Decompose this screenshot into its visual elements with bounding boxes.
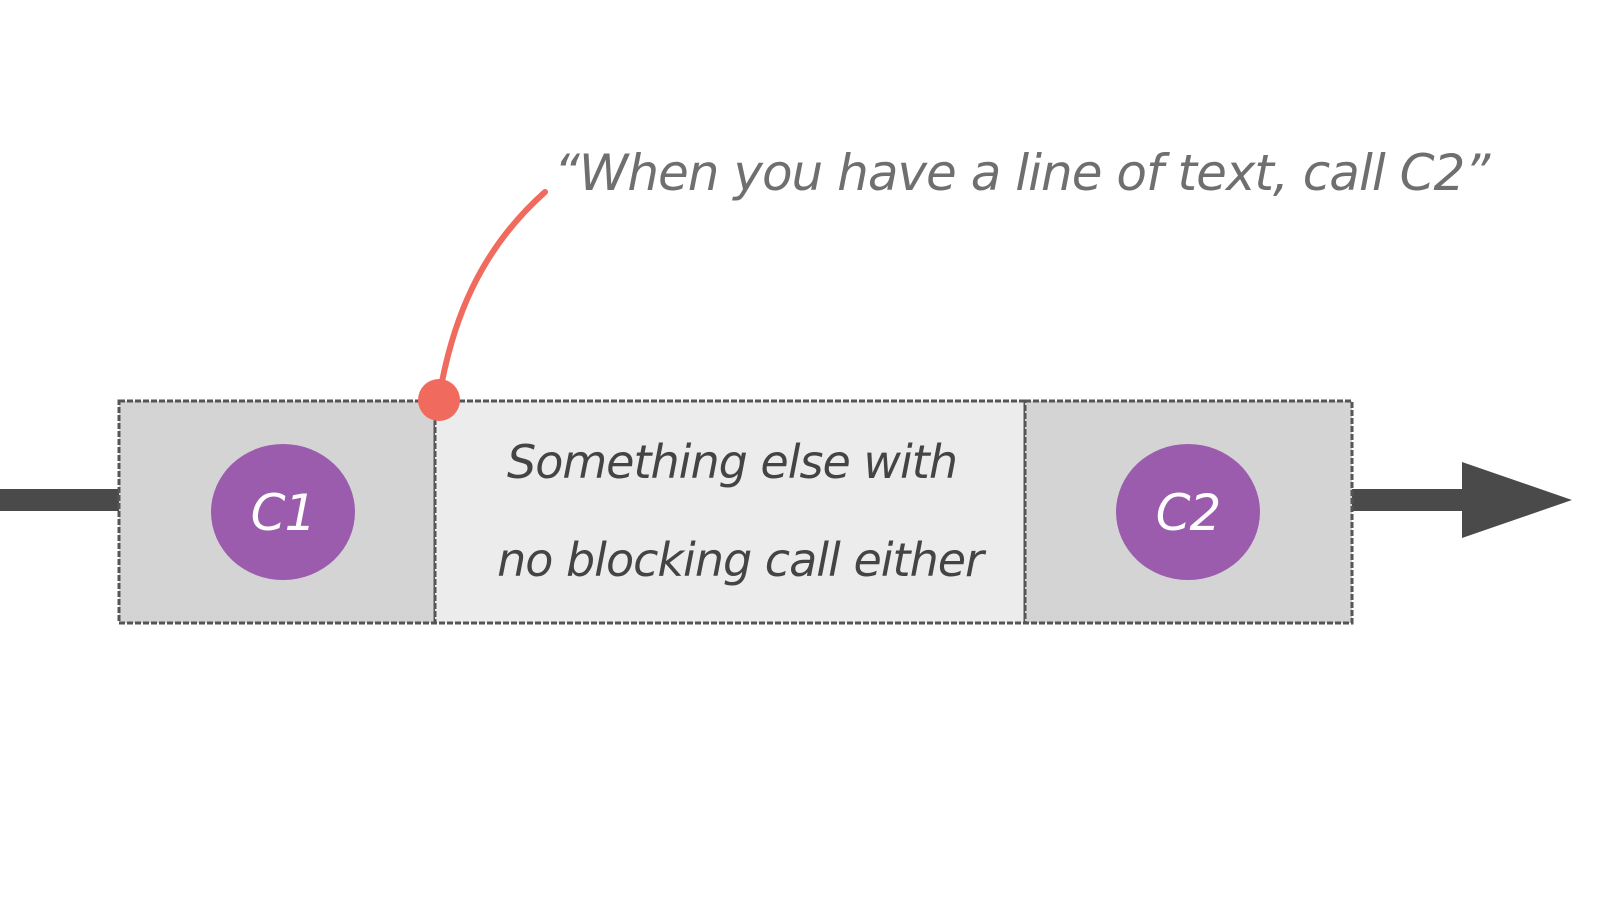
segment-work-box: [433, 399, 1027, 625]
work-line-1: Something else with: [507, 435, 957, 489]
annotation-text: “When you have a line of text, call C2”: [554, 144, 1491, 202]
c2-bubble: [1116, 444, 1260, 580]
timeline-line-right: [1320, 489, 1470, 511]
timeline-line-left: [0, 489, 120, 511]
c1-bubble: [211, 444, 355, 580]
callout-curve: [436, 189, 548, 401]
callout-dot: [418, 379, 460, 421]
c1-label: C1: [251, 484, 316, 542]
work-line-2: no blocking call either: [497, 533, 987, 587]
timeline-arrowhead: [1462, 462, 1572, 538]
c2-label: C2: [1156, 484, 1221, 542]
